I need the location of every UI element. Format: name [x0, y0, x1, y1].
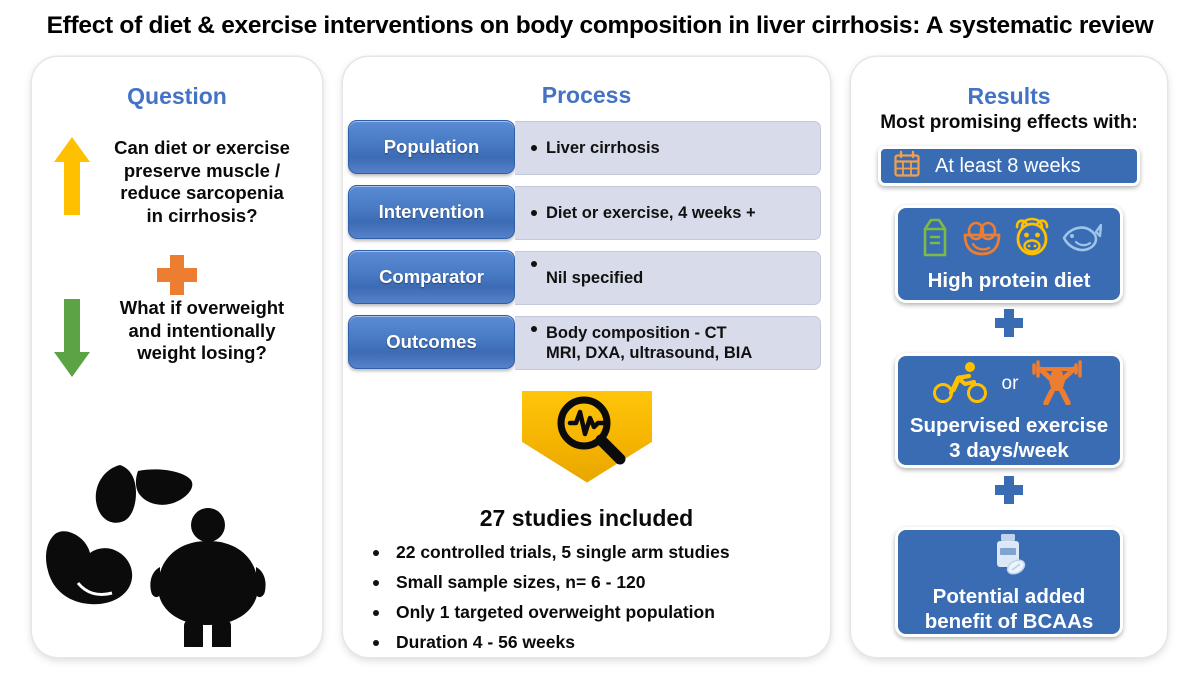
- pico-content-comparator: Nil specified: [515, 251, 821, 305]
- magnifier-ecg-shield-icon: [343, 385, 830, 489]
- pico-text-outcomes: Body composition - CT MRI, DXA, ultrasou…: [546, 323, 753, 362]
- down-arrow-icon: [46, 297, 98, 379]
- result-card-protein: High protein diet: [895, 205, 1123, 303]
- finding-text: Small sample sizes, n= 6 - 120: [396, 572, 646, 592]
- process-heading: Process: [541, 82, 632, 108]
- question-panel: Question Can diet or exercise preserve m…: [32, 57, 322, 657]
- question-heading: Question: [127, 83, 227, 109]
- calendar-icon: [893, 150, 921, 183]
- finding-item: Duration 4 - 56 weeks: [369, 632, 824, 653]
- exercise-icon-group: or: [932, 359, 1087, 410]
- question-row-overweight: What if overweight and intentionally wei…: [46, 297, 312, 379]
- results-panel: Results Most promising effects with: At …: [851, 57, 1167, 657]
- fish-icon: [1060, 216, 1103, 263]
- result-bcaa-label: Potential added benefit of BCAAs: [924, 584, 1094, 633]
- findings-list: 22 controlled trials, 5 single arm studi…: [369, 542, 824, 662]
- bullet-icon: [373, 550, 379, 556]
- process-panel: Process Population Liver cirrhosis Inter…: [343, 57, 830, 657]
- bullet-icon: [373, 640, 379, 646]
- liver-silhouette-icon: [95, 465, 193, 523]
- result-exercise-label: Supervised exercise 3 days/week: [909, 413, 1109, 462]
- question-text-bottom: What if overweight and intentionally wei…: [119, 297, 285, 364]
- pico-label-outcomes: Outcomes: [348, 315, 515, 369]
- bullet-icon: [531, 261, 537, 267]
- finding-text: 22 controlled trials, 5 single arm studi…: [396, 542, 730, 562]
- pico-label-comparator: Comparator: [348, 250, 515, 304]
- pico-content-population: Liver cirrhosis: [515, 121, 821, 175]
- bullet-icon: [373, 610, 379, 616]
- pico-row-outcomes: Outcomes Body composition - CT MRI, DXA,…: [348, 315, 825, 373]
- plus-icon: [851, 309, 1167, 342]
- results-subheading: Most promising effects with:: [880, 112, 1138, 133]
- pico-text-population: Liver cirrhosis: [546, 138, 660, 157]
- cow-head-icon: [1010, 215, 1054, 264]
- silhouette-illustration-group: [32, 447, 322, 653]
- finding-item: Small sample sizes, n= 6 - 120: [369, 572, 824, 593]
- bullet-icon: [531, 210, 537, 216]
- pill-bottle-icon: [988, 531, 1030, 582]
- finding-item: 22 controlled trials, 5 single arm studi…: [369, 542, 824, 563]
- cyclist-icon: [932, 360, 992, 409]
- findings-heading: 27 studies included: [479, 505, 694, 531]
- pico-content-intervention: Diet or exercise, 4 weeks +: [515, 186, 821, 240]
- result-card-bcaa: Potential added benefit of BCAAs: [895, 527, 1123, 637]
- pico-list: Population Liver cirrhosis Intervention …: [348, 120, 825, 380]
- pico-text-intervention: Diet or exercise, 4 weeks +: [546, 203, 756, 222]
- result-card-duration: At least 8 weeks: [878, 146, 1140, 186]
- pico-row-comparator: Comparator Nil specified: [348, 250, 825, 308]
- flexed-bicep-silhouette-icon: [46, 531, 133, 605]
- pico-content-outcomes: Body composition - CT MRI, DXA, ultrasou…: [515, 316, 821, 370]
- protein-icon-group: [916, 215, 1103, 264]
- result-card-exercise: or Supervised exercise 3 days/week: [895, 353, 1123, 468]
- finding-text: Duration 4 - 56 weeks: [396, 632, 575, 652]
- finding-item: Only 1 targeted overweight population: [369, 602, 824, 623]
- milk-carton-icon: [916, 215, 954, 264]
- plus-icon: [851, 476, 1167, 509]
- page-title: Effect of diet & exercise interventions …: [46, 12, 1154, 39]
- pico-label-population: Population: [348, 120, 515, 174]
- result-protein-label: High protein diet: [927, 269, 1091, 292]
- results-heading: Results: [967, 83, 1051, 109]
- result-duration-label: At least 8 weeks: [935, 154, 1081, 177]
- bullet-icon: [531, 326, 537, 332]
- up-arrow-icon: [46, 135, 98, 217]
- question-text-top: Can diet or exercise preserve muscle / r…: [114, 137, 290, 226]
- exercise-connector-label: or: [1001, 373, 1019, 394]
- egg-bowl-icon: [960, 215, 1004, 264]
- obese-person-silhouette-icon: [150, 508, 266, 653]
- pico-label-intervention: Intervention: [348, 185, 515, 239]
- finding-text: Only 1 targeted overweight population: [396, 602, 715, 622]
- weightlifter-icon: [1028, 359, 1086, 410]
- question-row-preserve-muscle: Can diet or exercise preserve muscle / r…: [46, 135, 312, 227]
- pico-row-intervention: Intervention Diet or exercise, 4 weeks +: [348, 185, 825, 243]
- bullet-icon: [373, 580, 379, 586]
- pico-row-population: Population Liver cirrhosis: [348, 120, 825, 178]
- question-plus-icon: [32, 255, 322, 300]
- bullet-icon: [531, 145, 537, 151]
- pico-text-comparator: Nil specified: [546, 268, 644, 287]
